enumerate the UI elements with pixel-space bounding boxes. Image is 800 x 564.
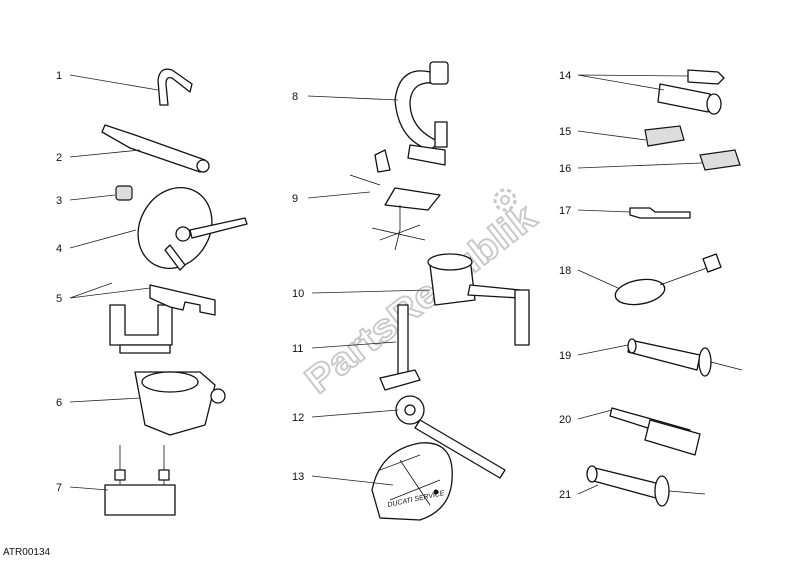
callout-15: 15 bbox=[559, 126, 571, 138]
tool-19-puller bbox=[627, 338, 743, 377]
callout-9: 9 bbox=[292, 193, 298, 205]
tool-11-pin-plate bbox=[379, 304, 421, 391]
tool-4-degree-wheel bbox=[137, 186, 248, 271]
callout-16: 16 bbox=[559, 163, 571, 175]
callout-labels: 1 2 3 4 5 6 7 8 9 10 11 12 13 14 15 16 1… bbox=[56, 70, 571, 501]
tool-16-sleeve bbox=[699, 149, 741, 171]
tool-3-nut bbox=[115, 185, 133, 201]
tool-9-stand bbox=[349, 149, 441, 251]
callout-2: 2 bbox=[56, 152, 62, 164]
gear-icon bbox=[493, 188, 517, 212]
callout-3: 3 bbox=[56, 195, 62, 207]
tool-10-crank-holder bbox=[427, 253, 530, 346]
callout-13: 13 bbox=[292, 471, 304, 483]
tool-1-hook-wrench bbox=[157, 68, 193, 106]
tool-7-pin-fixture bbox=[104, 445, 176, 516]
watermark-text: PartsRepublik bbox=[298, 196, 545, 402]
tool-20-drift bbox=[609, 407, 701, 456]
callout-6: 6 bbox=[56, 397, 62, 409]
callout-12: 12 bbox=[292, 412, 304, 424]
tool-18-strap-wrench bbox=[614, 253, 722, 306]
tool-6-gauge-holder bbox=[134, 371, 226, 436]
callout-7: 7 bbox=[56, 482, 62, 494]
callout-21: 21 bbox=[559, 489, 571, 501]
callout-11: 11 bbox=[292, 343, 303, 355]
tool-21-puller bbox=[586, 465, 706, 507]
tool-8-c-clamp bbox=[394, 61, 449, 166]
tool-14-pins bbox=[657, 69, 725, 115]
tool-17-pin bbox=[629, 207, 691, 219]
leader-lines bbox=[69, 74, 703, 495]
tool-5-plates bbox=[109, 284, 216, 354]
callout-17: 17 bbox=[559, 205, 571, 217]
callout-19: 19 bbox=[559, 350, 571, 362]
callout-4: 4 bbox=[56, 243, 62, 255]
callout-20: 20 bbox=[559, 414, 571, 426]
callout-1: 1 bbox=[56, 70, 62, 82]
callout-10: 10 bbox=[292, 288, 304, 300]
tool-12-spanner bbox=[395, 395, 506, 479]
callout-5: 5 bbox=[56, 293, 62, 305]
callout-8: 8 bbox=[292, 91, 298, 103]
callout-14: 14 bbox=[559, 70, 571, 82]
diagram-code: ATR00134 bbox=[3, 547, 51, 558]
tool-13-service-cover: DUCATI SERVICE bbox=[371, 442, 453, 521]
tool-15-sleeve bbox=[644, 125, 685, 147]
tool-2-drift bbox=[101, 124, 210, 173]
callout-18: 18 bbox=[559, 265, 571, 277]
